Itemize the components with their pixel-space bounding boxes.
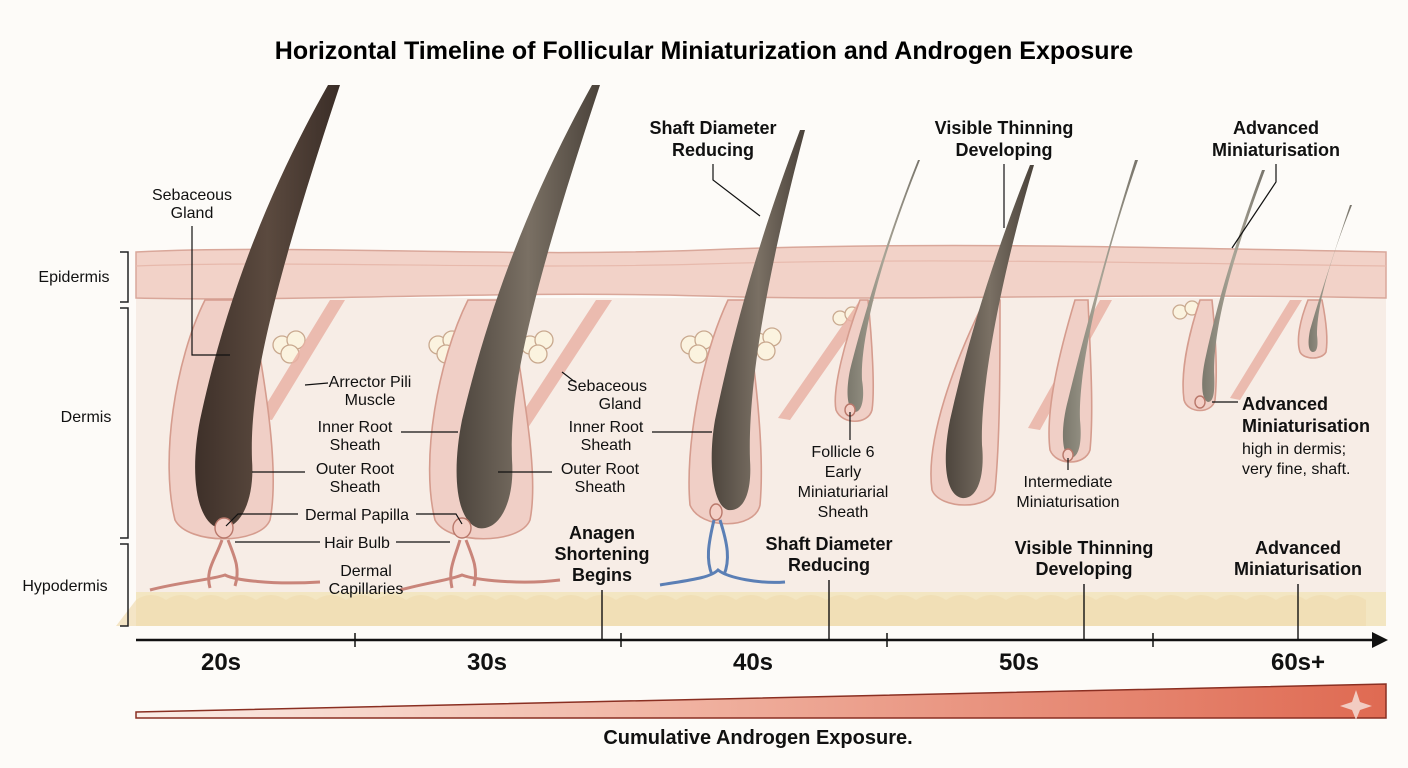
hypodermis-label: Hypodermis bbox=[22, 578, 107, 595]
thinning-marker-a: Visible Thinning bbox=[1015, 538, 1154, 558]
dermal-papillae bbox=[214, 395, 1206, 539]
layer-brackets: Epidermis Dermis Hypodermis bbox=[22, 251, 129, 627]
arrector-leader bbox=[304, 382, 329, 386]
capillaries-label-a: Dermal bbox=[340, 563, 392, 580]
shaft-marker-a: Shaft Diameter bbox=[765, 534, 892, 554]
thinning-marker-b: Developing bbox=[1035, 559, 1132, 579]
sparkle-icon bbox=[1340, 690, 1372, 720]
hair-5 bbox=[945, 165, 1034, 499]
anagen-marker-b: Shortening bbox=[555, 544, 650, 564]
hair-6 bbox=[1062, 160, 1138, 458]
hair-4 bbox=[847, 160, 920, 412]
sebaceous-gland-label-2a: Sebaceous bbox=[567, 378, 647, 395]
follicle6-label-b: Early bbox=[825, 464, 861, 481]
fat-lobules bbox=[116, 595, 1366, 626]
sebaceous-gland-leader-2 bbox=[561, 371, 576, 383]
follicle-1-annotations: Sebaceous Gland Arrector Pili Muscle Inn… bbox=[152, 187, 463, 598]
exposure-gradient-bar bbox=[135, 683, 1387, 719]
advanced-marker-a: Advanced bbox=[1255, 538, 1341, 558]
top-callouts: Shaft Diameter Reducing Visible Thinning… bbox=[649, 118, 1340, 249]
decade-label-60s: 60s+ bbox=[1271, 649, 1325, 676]
hypodermis-bracket bbox=[120, 543, 129, 627]
hair-bulb-label: Hair Bulb bbox=[324, 535, 390, 552]
arrector-label-b: Muscle bbox=[345, 392, 396, 409]
hair-shafts bbox=[195, 85, 1352, 529]
inner-root-label-2a: Inner Root bbox=[569, 419, 644, 436]
capillaries-label-b: Capillaries bbox=[329, 581, 404, 598]
decade-label-30s: 30s bbox=[467, 649, 507, 676]
thinning-callout-b: Developing bbox=[955, 140, 1052, 160]
follicle6-label-d: Sheath bbox=[818, 504, 869, 521]
advanced-mid-desc-a: high in dermis; bbox=[1242, 441, 1346, 458]
follicle-2-annotations: Sebaceous Gland Inner Root Sheath Outer … bbox=[498, 371, 712, 496]
sebaceous-gland-label-1b: Gland bbox=[171, 205, 214, 222]
timeline-markers: Anagen Shortening Begins Shaft Diameter … bbox=[555, 523, 1362, 640]
decade-label-20s: 20s bbox=[201, 649, 241, 676]
thinning-callout-a: Visible Thinning bbox=[935, 118, 1074, 138]
decade-label-40s: 40s bbox=[733, 649, 773, 676]
androgen-exposure-wedge: Cumulative Androgen Exposure. bbox=[135, 683, 1387, 749]
advanced-callout-a: Advanced bbox=[1233, 118, 1319, 138]
timeline-arrowhead bbox=[1372, 632, 1388, 648]
advanced-mid-title-a: Advanced bbox=[1242, 394, 1328, 414]
inner-root-label-1a: Inner Root bbox=[318, 419, 393, 436]
shaft-callout-leader bbox=[712, 164, 761, 217]
arrector-label-a: Arrector Pili bbox=[329, 374, 412, 391]
epidermis-inner-line bbox=[135, 260, 1387, 267]
advanced-marker-b: Miniaturisation bbox=[1234, 559, 1362, 579]
outer-root-label-1b: Sheath bbox=[330, 479, 381, 496]
dermal-papilla-leader-left bbox=[225, 513, 298, 527]
epidermis-label: Epidermis bbox=[38, 269, 109, 286]
hair-1 bbox=[195, 85, 340, 529]
follicle6-label-a: Follicle 6 bbox=[811, 444, 874, 461]
dermal-capillaries bbox=[149, 519, 786, 592]
exposure-caption: Cumulative Androgen Exposure. bbox=[603, 727, 912, 749]
hair-2 bbox=[456, 85, 600, 529]
shaft-callout-a: Shaft Diameter bbox=[649, 118, 776, 138]
dermal-papilla-label: Dermal Papilla bbox=[305, 507, 409, 524]
intermediate-label-b: Miniaturisation bbox=[1016, 494, 1119, 511]
hair-3 bbox=[711, 130, 805, 511]
inner-root-label-2b: Sheath bbox=[581, 437, 632, 454]
page-title: Horizontal Timeline of Follicular Miniat… bbox=[275, 37, 1133, 65]
intermediate-label-a: Intermediate bbox=[1024, 474, 1113, 491]
advanced-mid-title-b: Miniaturisation bbox=[1242, 416, 1370, 436]
anagen-marker-c: Begins bbox=[572, 565, 632, 585]
shaft-callout-b: Reducing bbox=[672, 140, 754, 160]
inner-root-label-1b: Sheath bbox=[330, 437, 381, 454]
dermis-bracket bbox=[120, 307, 129, 539]
sebaceous-gland-leader-1 bbox=[191, 226, 230, 356]
epidermis-bracket bbox=[120, 251, 129, 303]
sebaceous-gland-label-2b: Gland bbox=[599, 396, 642, 413]
mid-callouts: Follicle 6 Early Miniaturiarial Sheath I… bbox=[798, 394, 1370, 521]
outer-root-label-2b: Sheath bbox=[575, 479, 626, 496]
follicle-6-sheath bbox=[1048, 299, 1093, 463]
decade-label-50s: 50s bbox=[999, 649, 1039, 676]
outer-root-label-2a: Outer Root bbox=[561, 461, 640, 478]
sebaceous-gland-label-1a: Sebaceous bbox=[152, 187, 232, 204]
advanced-mid-desc-b: very fine, shaft. bbox=[1242, 461, 1351, 478]
advanced-callout-b: Miniaturisation bbox=[1212, 140, 1340, 160]
outer-root-label-1a: Outer Root bbox=[316, 461, 395, 478]
advanced-callout-leader bbox=[1231, 164, 1277, 249]
follicle6-label-c: Miniaturiarial bbox=[798, 484, 889, 501]
hair-7 bbox=[1202, 170, 1265, 402]
shaft-marker-b: Reducing bbox=[788, 555, 870, 575]
anagen-marker-a: Anagen bbox=[569, 523, 635, 543]
dermis-label: Dermis bbox=[61, 409, 112, 426]
timeline-axis: 20s 30s 40s 50s 60s+ bbox=[136, 632, 1388, 676]
hair-8 bbox=[1308, 205, 1352, 352]
dermal-papilla-leader-right bbox=[416, 513, 463, 525]
